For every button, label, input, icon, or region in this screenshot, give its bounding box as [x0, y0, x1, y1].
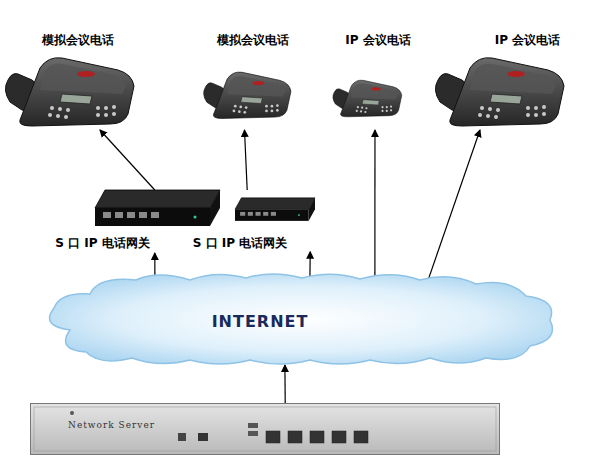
- cloud-label: INTERNET: [200, 312, 320, 331]
- phone-node: IP 会议电话: [430, 30, 570, 130]
- gateway-device: [235, 190, 315, 230]
- ip-phone: [430, 50, 570, 130]
- device-caption: S 口 IP 电话网关: [45, 236, 160, 250]
- gateway-node: S 口 IP 电话网关: [180, 190, 320, 253]
- ip-phone: [330, 65, 405, 130]
- cloud-node: INTERNET: [40, 270, 560, 368]
- device-label: Network Server: [68, 420, 208, 431]
- device-caption: 模拟会议电话: [20, 33, 135, 47]
- device-caption: 模拟会议电话: [200, 33, 305, 47]
- conference-phone: [0, 50, 140, 130]
- conference-phone: [200, 58, 295, 130]
- arrow-connector: [374, 130, 375, 290]
- phone-node: 模拟会议电话: [0, 30, 140, 130]
- gateway-device: [95, 190, 220, 228]
- arrow-connector: [284, 365, 285, 403]
- phone-node: IP 会议电话: [325, 30, 420, 130]
- phone-node: 模拟会议电话: [195, 30, 305, 130]
- device-caption: IP 会议电话: [485, 33, 570, 47]
- server-node: Network Server: [30, 403, 500, 455]
- arrow-connector: [425, 130, 480, 290]
- arrow-connector: [245, 130, 248, 190]
- device-caption: IP 会议电话: [333, 33, 423, 47]
- arrow-connector: [100, 130, 155, 190]
- device-caption: S 口 IP 电话网关: [180, 236, 300, 250]
